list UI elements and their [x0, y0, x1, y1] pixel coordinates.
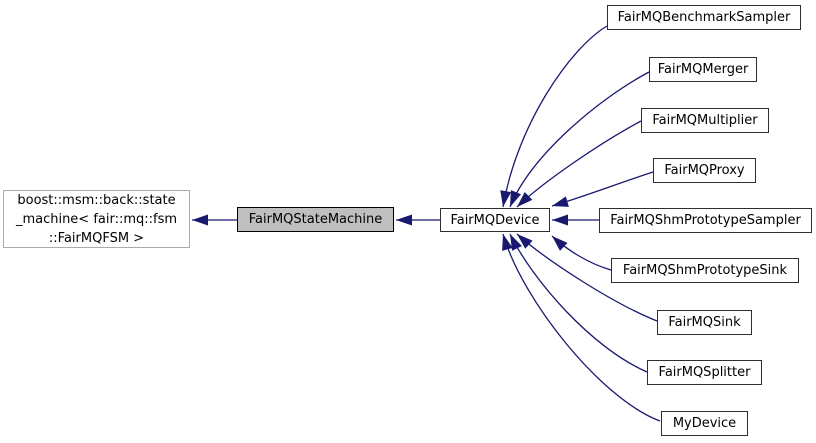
- edge-mydevice-to-device: [502, 233, 661, 422]
- edge-splitter-to-device: [509, 233, 648, 373]
- node-fairmqmultiplier[interactable]: FairMQMultiplier: [641, 108, 769, 133]
- edge-shmprototypesink-to-device: [551, 235, 612, 271]
- node-fairmqshmprototypesampler[interactable]: FairMQShmPrototypeSampler: [599, 208, 812, 233]
- edge-benchmarksampler-to-device: [500, 25, 608, 208]
- node-fairmqshmprototypesink[interactable]: FairMQShmPrototypeSink: [611, 258, 799, 283]
- node-fairmqsplitter[interactable]: FairMQSplitter: [647, 360, 762, 385]
- node-fairmqdevice[interactable]: FairMQDevice: [440, 208, 550, 232]
- node-fairmqstatemachine[interactable]: FairMQStateMachine: [237, 207, 394, 232]
- edge-sink-to-device: [516, 233, 658, 322]
- node-fairmqmerger[interactable]: FairMQMerger: [649, 57, 757, 82]
- node-fairmqbenchmarksampler[interactable]: FairMQBenchmarkSampler: [607, 5, 801, 30]
- node-mydevice[interactable]: MyDevice: [661, 411, 748, 436]
- edge-multiplier-to-device: [516, 120, 642, 208]
- node-fairmqproxy[interactable]: FairMQProxy: [653, 158, 756, 183]
- node-boost-msm-state-machine[interactable]: boost::msm::back::state _machine< fair::…: [3, 190, 190, 248]
- edge-proxy-to-device: [551, 171, 654, 207]
- node-fairmqsink[interactable]: FairMQSink: [657, 310, 752, 335]
- edge-merger-to-device: [509, 71, 650, 208]
